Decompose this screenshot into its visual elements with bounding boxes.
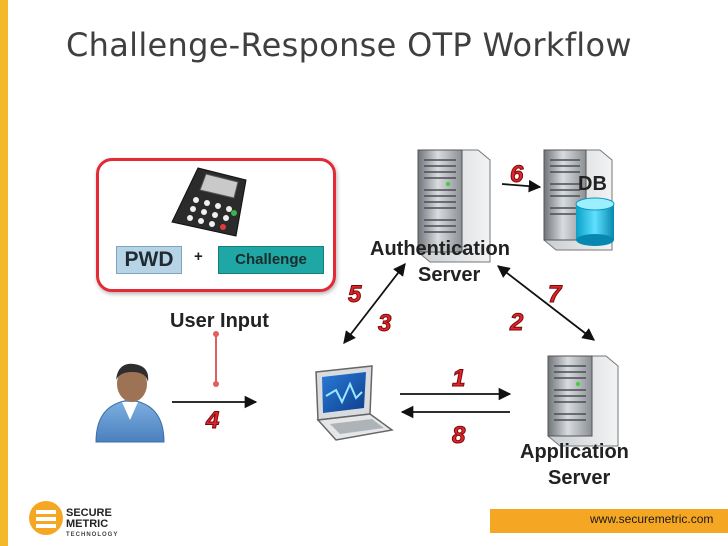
arrow-2-7 xyxy=(497,265,595,341)
accent-bar xyxy=(0,0,8,546)
step-4: 4 xyxy=(205,407,220,434)
server-icon xyxy=(417,149,491,263)
arrow-6 xyxy=(501,179,542,193)
securemetric-logo-icon xyxy=(29,501,63,535)
step-8: 8 xyxy=(451,422,466,449)
footer-url: www.securemetric.com xyxy=(590,512,714,526)
arrow-3-5 xyxy=(343,263,406,344)
auth-server-label-line1: Authentication xyxy=(370,238,510,260)
laptop-icon xyxy=(315,365,394,441)
slide-title: Challenge-Response OTP Workflow xyxy=(66,26,632,64)
footer-url-bar xyxy=(490,509,728,533)
step-3: 3 xyxy=(377,310,392,337)
user-input-label: User Input xyxy=(170,310,269,332)
db-label: DB xyxy=(578,173,607,195)
app-server-label-line2: Server xyxy=(548,467,611,489)
step-6: 6 xyxy=(509,161,524,188)
user-icon xyxy=(95,363,165,443)
step-2: 2 xyxy=(509,309,524,336)
pwd-label: PWD xyxy=(116,246,182,274)
app-server-label-line1: Application xyxy=(520,441,629,463)
step-7: 7 xyxy=(547,281,562,308)
database-server-icon xyxy=(543,149,615,251)
step-5: 5 xyxy=(347,281,362,308)
logo-line-2: METRIC xyxy=(66,518,109,530)
logo-line-3: TECHNOLOGY xyxy=(66,532,119,538)
otp-token-icon xyxy=(171,167,247,237)
plus-sign: + xyxy=(194,248,203,265)
step-1: 1 xyxy=(451,365,466,392)
auth-server-label-line2: Server xyxy=(418,264,481,286)
server-icon xyxy=(547,355,619,447)
securemetric-logo-text: SECURE METRIC TECHNOLOGY xyxy=(66,508,118,541)
logo-line-1: SECURE xyxy=(66,507,112,519)
challenge-label: Challenge xyxy=(218,246,324,274)
